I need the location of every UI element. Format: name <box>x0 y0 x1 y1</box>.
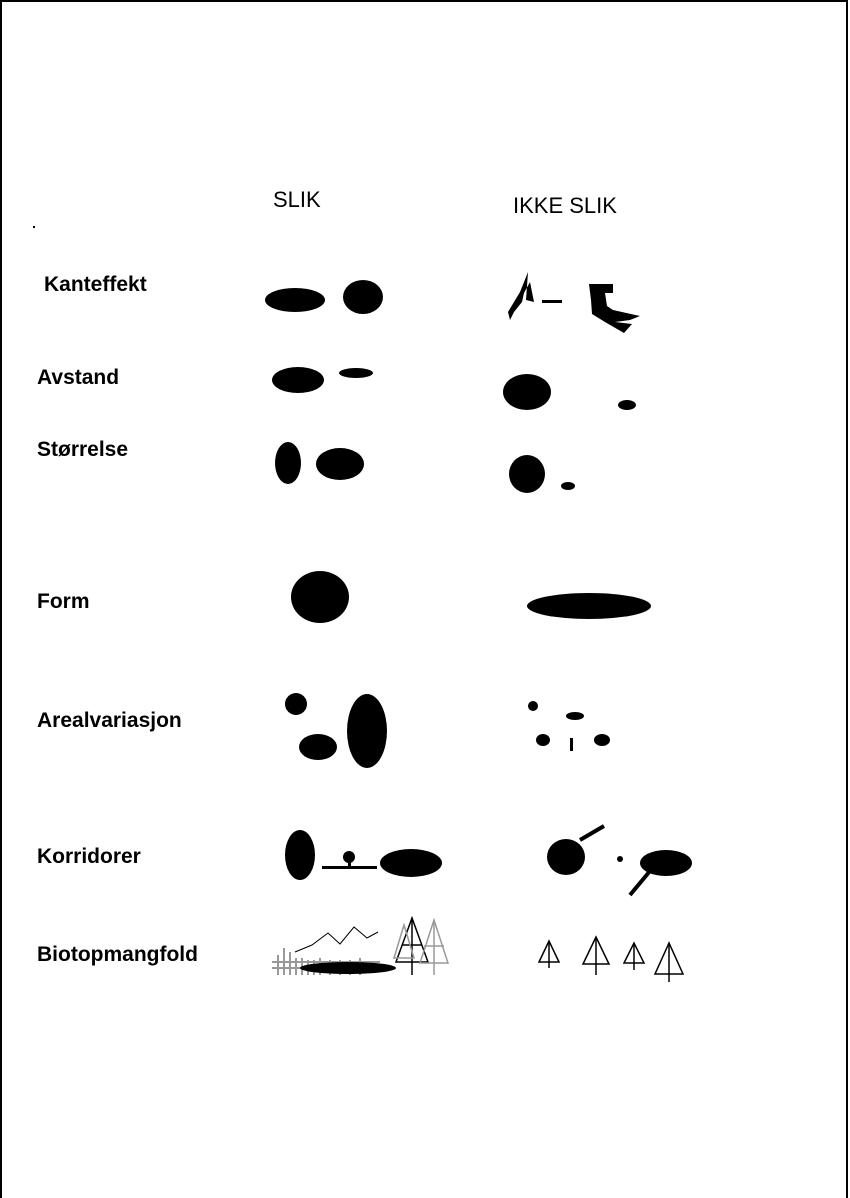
storrelse-good-patches <box>275 442 364 484</box>
storrelse-bad-patches <box>509 455 575 493</box>
biotopmangfold-bad-trees <box>539 937 683 982</box>
arealvariasjon-bad-patches <box>528 701 610 751</box>
avstand-bad-patches <box>503 374 636 410</box>
arealvariasjon-good-patches <box>285 693 387 768</box>
biotopmangfold-good-scene <box>272 918 448 975</box>
korridorer-good-patches <box>285 830 442 880</box>
korridorer-bad-patches <box>547 826 692 895</box>
form-bad-patch <box>527 593 651 619</box>
kanteffekt-bad-patches <box>508 272 640 333</box>
kanteffekt-good-patches <box>265 280 383 314</box>
avstand-good-patches <box>272 367 373 393</box>
form-good-patch <box>291 571 349 623</box>
